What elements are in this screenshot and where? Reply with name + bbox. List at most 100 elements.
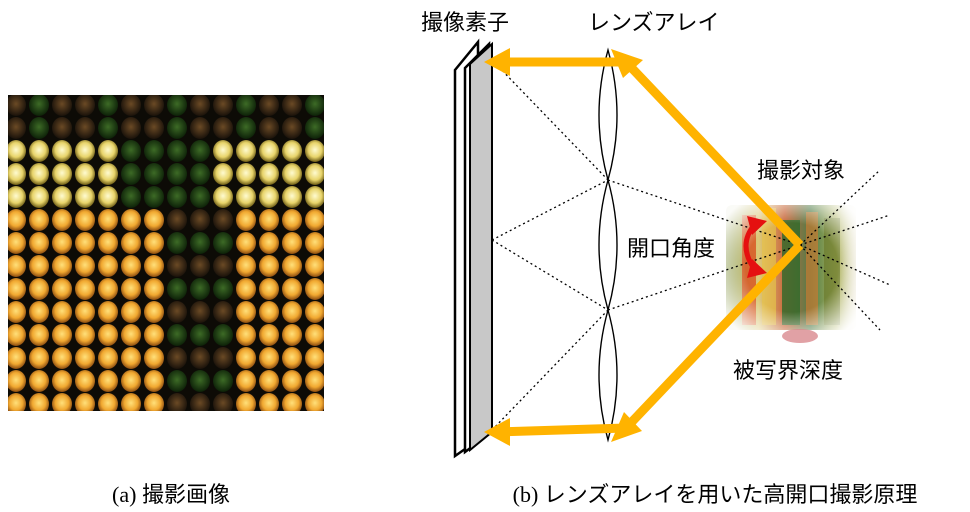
lens-bottom bbox=[598, 307, 618, 443]
caption-b: (b) レンズアレイを用いた高開口撮影原理 bbox=[513, 482, 918, 507]
lenslet-dot bbox=[282, 117, 302, 139]
lenslet-dot bbox=[282, 370, 302, 392]
lenslet-dot bbox=[144, 255, 164, 277]
lenslet-dot bbox=[98, 278, 118, 300]
lenslet-dot bbox=[29, 278, 49, 300]
lenslet-dot bbox=[98, 140, 118, 162]
lenslet-dot bbox=[144, 186, 164, 208]
lenslet-dot bbox=[98, 163, 118, 185]
lenslet-dot bbox=[52, 95, 72, 116]
lenslet-dot bbox=[144, 163, 164, 185]
lenslet-dot bbox=[52, 163, 72, 185]
lenslet-dot bbox=[121, 95, 141, 116]
lenslet-dot bbox=[213, 393, 233, 411]
lenslet-dot bbox=[236, 95, 256, 116]
lenslet-dot bbox=[259, 347, 279, 369]
lens-array bbox=[598, 47, 618, 443]
lenslet-dot bbox=[144, 370, 164, 392]
lenslet-dot bbox=[29, 140, 49, 162]
lenslet-dot bbox=[167, 209, 187, 231]
lenslet-dot bbox=[144, 301, 164, 323]
lenslet-dot bbox=[259, 163, 279, 185]
label-object: 撮影対象 bbox=[757, 159, 845, 184]
lenslet-dot bbox=[213, 117, 233, 139]
lenslet-dot bbox=[121, 209, 141, 231]
lenslet-dot bbox=[190, 393, 210, 411]
lenslet-dot bbox=[213, 140, 233, 162]
lenslet-dot bbox=[75, 140, 95, 162]
lenslet-dot bbox=[282, 232, 302, 254]
lenslet-dot bbox=[8, 117, 26, 139]
lenslet-dot bbox=[236, 186, 256, 208]
lenslet-dot bbox=[75, 232, 95, 254]
lenslet-dot bbox=[75, 255, 95, 277]
lenslet-dot bbox=[282, 347, 302, 369]
lenslet-dot bbox=[75, 278, 95, 300]
lenslet-dot bbox=[98, 232, 118, 254]
lenslet-dot bbox=[213, 232, 233, 254]
lenslet-dot bbox=[236, 140, 256, 162]
lenslet-dot bbox=[121, 301, 141, 323]
lenslet-dot bbox=[121, 163, 141, 185]
lenslet-dot bbox=[213, 324, 233, 346]
lenslet-dot bbox=[121, 117, 141, 139]
lenslet-dot bbox=[29, 95, 49, 116]
lenslet-dot bbox=[259, 117, 279, 139]
lenslet-dot bbox=[8, 255, 26, 277]
lenslet-dot bbox=[144, 393, 164, 411]
lenslet-dot bbox=[52, 140, 72, 162]
lenslet-dot bbox=[305, 163, 324, 185]
lenslet-dot bbox=[8, 163, 26, 185]
lenslet-dot bbox=[236, 301, 256, 323]
lenslet-dot bbox=[282, 301, 302, 323]
lenslet-dot bbox=[213, 255, 233, 277]
lenslet-dot bbox=[167, 301, 187, 323]
lenslet-dot bbox=[29, 232, 49, 254]
lenslet-dot bbox=[167, 255, 187, 277]
lenslet-dot bbox=[190, 370, 210, 392]
object-photo bbox=[722, 200, 862, 343]
lenslet-dot bbox=[259, 324, 279, 346]
lenslet-dot bbox=[29, 301, 49, 323]
lenslet-dot bbox=[52, 209, 72, 231]
label-aperture-angle: 開口角度 bbox=[627, 237, 715, 262]
lenslet-dot bbox=[282, 163, 302, 185]
lenslet-dot bbox=[52, 255, 72, 277]
lenslet-dot bbox=[52, 117, 72, 139]
lenslet-dot bbox=[144, 209, 164, 231]
lenslet-dot bbox=[259, 255, 279, 277]
lenslet-dot bbox=[282, 324, 302, 346]
lenslet-dot bbox=[190, 209, 210, 231]
lenslet-dot bbox=[213, 278, 233, 300]
lenslet-dot bbox=[282, 140, 302, 162]
lenslet-dot bbox=[236, 393, 256, 411]
lenslet-dot bbox=[52, 186, 72, 208]
caption-a: (a) 撮影画像 bbox=[112, 482, 230, 507]
lenslet-dot bbox=[282, 278, 302, 300]
lenslet-dot bbox=[8, 209, 26, 231]
lenslet-dot bbox=[305, 301, 324, 323]
lenslet-dot bbox=[236, 370, 256, 392]
lenslet-dot bbox=[144, 347, 164, 369]
lenslet-dot bbox=[75, 324, 95, 346]
lenslet-dot-grid bbox=[8, 95, 324, 411]
lenslet-dot bbox=[213, 370, 233, 392]
lenslet-dot bbox=[190, 324, 210, 346]
lenslet-dot bbox=[8, 347, 26, 369]
lenslet-dot bbox=[75, 186, 95, 208]
lenslet-dot bbox=[8, 95, 26, 116]
lenslet-dot bbox=[167, 347, 187, 369]
image-sensor bbox=[453, 38, 493, 459]
lenslet-dot bbox=[305, 209, 324, 231]
lenslet-dot bbox=[98, 347, 118, 369]
lenslet-dot bbox=[144, 232, 164, 254]
lenslet-dot bbox=[190, 232, 210, 254]
lenslet-dot bbox=[121, 347, 141, 369]
lenslet-dot bbox=[190, 163, 210, 185]
lenslet-dot bbox=[8, 186, 26, 208]
lenslet-dot bbox=[259, 393, 279, 411]
lenslet-dot bbox=[98, 209, 118, 231]
lenslet-dot bbox=[259, 301, 279, 323]
lenslet-dot bbox=[305, 324, 324, 346]
